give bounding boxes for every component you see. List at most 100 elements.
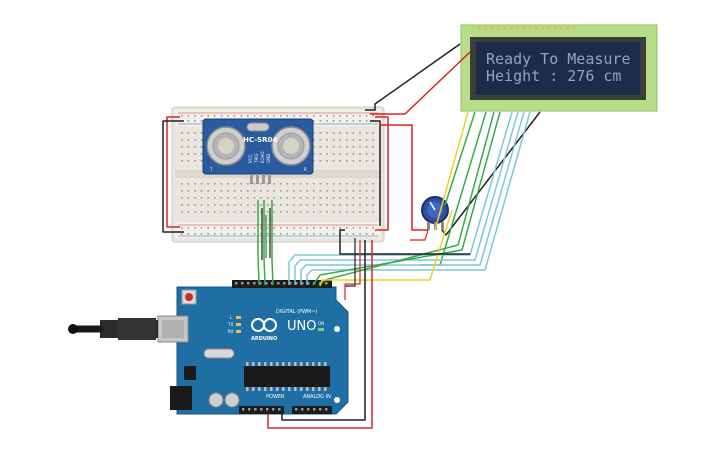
breadboard-hole bbox=[214, 204, 216, 206]
breadboard-hole bbox=[313, 139, 315, 141]
breadboard-hole bbox=[319, 233, 322, 235]
breadboard-hole bbox=[339, 197, 341, 199]
lcd-header-pin bbox=[490, 26, 494, 30]
breadboard-hole bbox=[181, 227, 183, 229]
header-pin bbox=[277, 282, 280, 285]
breadboard-hole bbox=[240, 115, 242, 117]
breadboard-hole bbox=[306, 197, 308, 199]
breadboard-hole bbox=[194, 115, 196, 117]
breadboard-hole bbox=[339, 120, 341, 122]
breadboard-hole bbox=[187, 132, 190, 134]
breadboard-hole bbox=[227, 115, 229, 117]
chip-pin bbox=[300, 362, 303, 366]
breadboard-hole bbox=[280, 211, 282, 213]
chip-pin bbox=[258, 387, 261, 391]
breadboard-hole bbox=[233, 190, 236, 192]
breadboard-hole bbox=[253, 190, 256, 192]
breadboard-hole bbox=[319, 160, 322, 162]
lcd-header-pin bbox=[572, 26, 576, 30]
breadboard-hole bbox=[286, 183, 289, 185]
breadboard-hole bbox=[339, 153, 341, 155]
breadboard-hole bbox=[214, 233, 216, 235]
breadboard-hole bbox=[181, 190, 183, 192]
breadboard-hole bbox=[332, 120, 335, 122]
breadboard-hole bbox=[233, 204, 236, 206]
breadboard-hole bbox=[293, 204, 295, 206]
breadboard-hole bbox=[286, 115, 289, 117]
lcd-module: Ready To Measure Height : 276 cm bbox=[460, 24, 658, 112]
header-pin bbox=[254, 408, 257, 411]
breadboard-hole bbox=[200, 160, 203, 162]
breadboard-hole bbox=[187, 115, 190, 117]
breadboard-hole bbox=[181, 115, 183, 117]
breadboard-hole bbox=[313, 227, 315, 229]
breadboard-hole bbox=[214, 211, 216, 213]
breadboard-hole bbox=[346, 227, 348, 229]
breadboard-hole bbox=[253, 183, 256, 185]
breadboard-hole bbox=[266, 197, 269, 199]
breadboard-hole bbox=[280, 190, 282, 192]
header-pin bbox=[319, 408, 322, 411]
header-pin bbox=[301, 282, 304, 285]
breadboard-hole bbox=[339, 139, 341, 141]
breadboard-hole bbox=[220, 115, 223, 117]
breadboard-hole bbox=[319, 227, 322, 229]
breadboard-hole bbox=[299, 115, 302, 117]
breadboard-hole bbox=[200, 120, 203, 122]
breadboard-hole bbox=[240, 211, 242, 213]
breadboard-hole bbox=[266, 211, 269, 213]
breadboard-hole bbox=[332, 139, 335, 141]
rx-led-label: RX bbox=[228, 329, 234, 334]
breadboard-hole bbox=[187, 204, 190, 206]
breadboard-hole bbox=[260, 197, 262, 199]
breadboard-hole bbox=[326, 115, 328, 117]
breadboard-hole bbox=[359, 120, 361, 122]
breadboard-hole bbox=[233, 227, 236, 229]
breadboard-hole bbox=[253, 233, 256, 235]
breadboard-hole bbox=[372, 197, 374, 199]
breadboard-hole bbox=[352, 183, 355, 185]
l-led-label: L bbox=[230, 315, 233, 320]
breadboard-hole bbox=[339, 115, 341, 117]
breadboard-hole bbox=[247, 197, 249, 199]
breadboard-hole bbox=[280, 233, 282, 235]
breadboard-hole bbox=[233, 183, 236, 185]
breadboard-hole bbox=[293, 233, 295, 235]
lcd-header-pin bbox=[541, 26, 544, 30]
chip-pin bbox=[276, 387, 279, 391]
lcd-header-pin bbox=[547, 26, 551, 30]
breadboard-hole bbox=[332, 233, 335, 235]
analog-header-label: ANALOG IN bbox=[303, 394, 331, 400]
breadboard-hole bbox=[220, 227, 223, 229]
breadboard-hole bbox=[326, 153, 328, 155]
power-header-label: POWER bbox=[266, 394, 285, 400]
potentiometer[interactable] bbox=[421, 196, 449, 230]
breadboard-hole bbox=[352, 197, 355, 199]
chip-pin bbox=[252, 387, 255, 391]
header-pin bbox=[313, 408, 316, 411]
breadboard-hole bbox=[359, 211, 361, 213]
breadboard-hole bbox=[207, 211, 209, 213]
on-led-label: ON bbox=[318, 321, 324, 326]
breadboard-hole bbox=[346, 120, 348, 122]
breadboard-hole bbox=[207, 115, 209, 117]
breadboard-hole bbox=[299, 204, 302, 206]
lcd-header-pin bbox=[528, 26, 532, 30]
breadboard-hole bbox=[346, 139, 348, 141]
header-pin bbox=[289, 282, 292, 285]
breadboard-hole bbox=[299, 190, 302, 192]
breadboard-hole bbox=[365, 132, 368, 134]
breadboard-hole bbox=[200, 183, 203, 185]
breadboard-hole bbox=[346, 233, 348, 235]
breadboard-hole bbox=[346, 183, 348, 185]
breadboard-hole bbox=[359, 233, 361, 235]
breadboard-hole bbox=[260, 115, 262, 117]
breadboard-hole bbox=[306, 233, 308, 235]
breadboard-hole bbox=[372, 132, 374, 134]
breadboard-hole bbox=[227, 197, 229, 199]
breadboard-hole bbox=[372, 211, 374, 213]
chip-pin bbox=[270, 387, 273, 391]
breadboard-hole bbox=[293, 190, 295, 192]
chip-pin bbox=[300, 387, 303, 391]
lcd-line-1: Ready To Measure bbox=[486, 50, 631, 68]
